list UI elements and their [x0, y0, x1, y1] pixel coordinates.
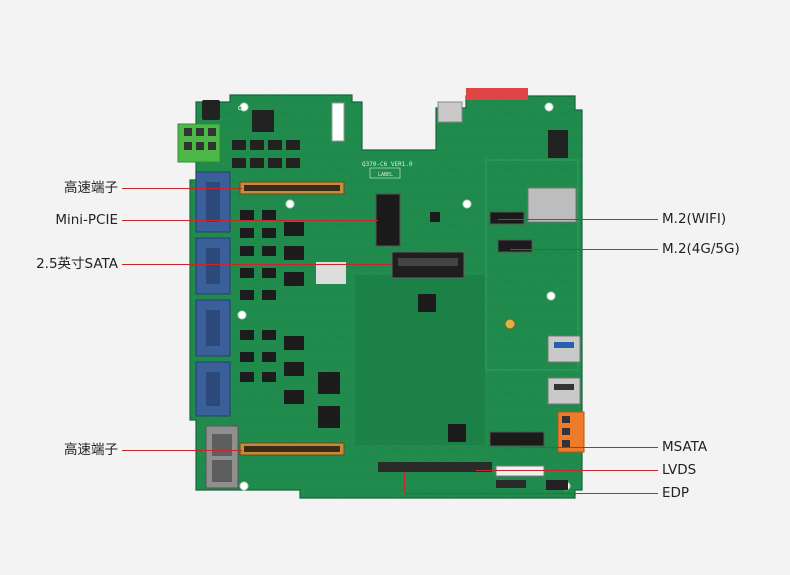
leader-m2-wifi	[498, 219, 658, 220]
red-pin-header	[466, 88, 528, 100]
lvds-header	[378, 462, 430, 472]
leader-edp-vertical	[404, 472, 405, 493]
label-lvds: LVDS	[662, 462, 697, 478]
serial-ports	[195, 171, 231, 417]
leader-mini-pcie	[122, 220, 378, 221]
label-m2-4g5g: M.2(4G/5G)	[662, 241, 740, 257]
msata-socket	[489, 431, 545, 447]
green-terminal-block	[177, 123, 221, 163]
mini-pcie-slot	[375, 193, 401, 247]
label-msata: MSATA	[662, 439, 708, 455]
right-usb-port-1	[547, 335, 581, 363]
label-hs-connector-bottom: 高速端子	[64, 442, 118, 458]
m2-4g5g-socket	[497, 239, 533, 253]
leader-hs-bottom	[122, 450, 242, 451]
top-usb-port	[437, 101, 463, 123]
label-m2-wifi: M.2(WIFI)	[662, 211, 727, 227]
sim-card-slot	[527, 187, 577, 223]
right-usb-port-2	[547, 377, 581, 405]
top-ic	[252, 110, 274, 132]
m2-wifi-socket	[489, 211, 525, 225]
leader-msata	[520, 447, 658, 448]
leader-m2-4g5g	[510, 249, 658, 250]
label-mini-pcie: Mini-PCIE	[55, 212, 118, 228]
leader-lvds	[476, 470, 658, 471]
board-label-silkscreen: LABEL	[378, 172, 393, 178]
component-grid	[240, 210, 466, 442]
relay-row	[232, 140, 300, 168]
leader-edp	[404, 493, 658, 494]
board-model-silkscreen: Q370-C6 VER1.0	[362, 161, 413, 168]
label-sata: 2.5英寸SATA	[36, 256, 118, 272]
label-edp: EDP	[662, 485, 690, 501]
edp-connector	[495, 465, 545, 477]
orange-terminal-block	[557, 411, 585, 453]
leader-hs-top	[122, 188, 242, 189]
audio-jack	[202, 100, 220, 120]
label-hs-connector-top: 高速端子	[64, 180, 118, 196]
leader-sata	[122, 264, 392, 265]
